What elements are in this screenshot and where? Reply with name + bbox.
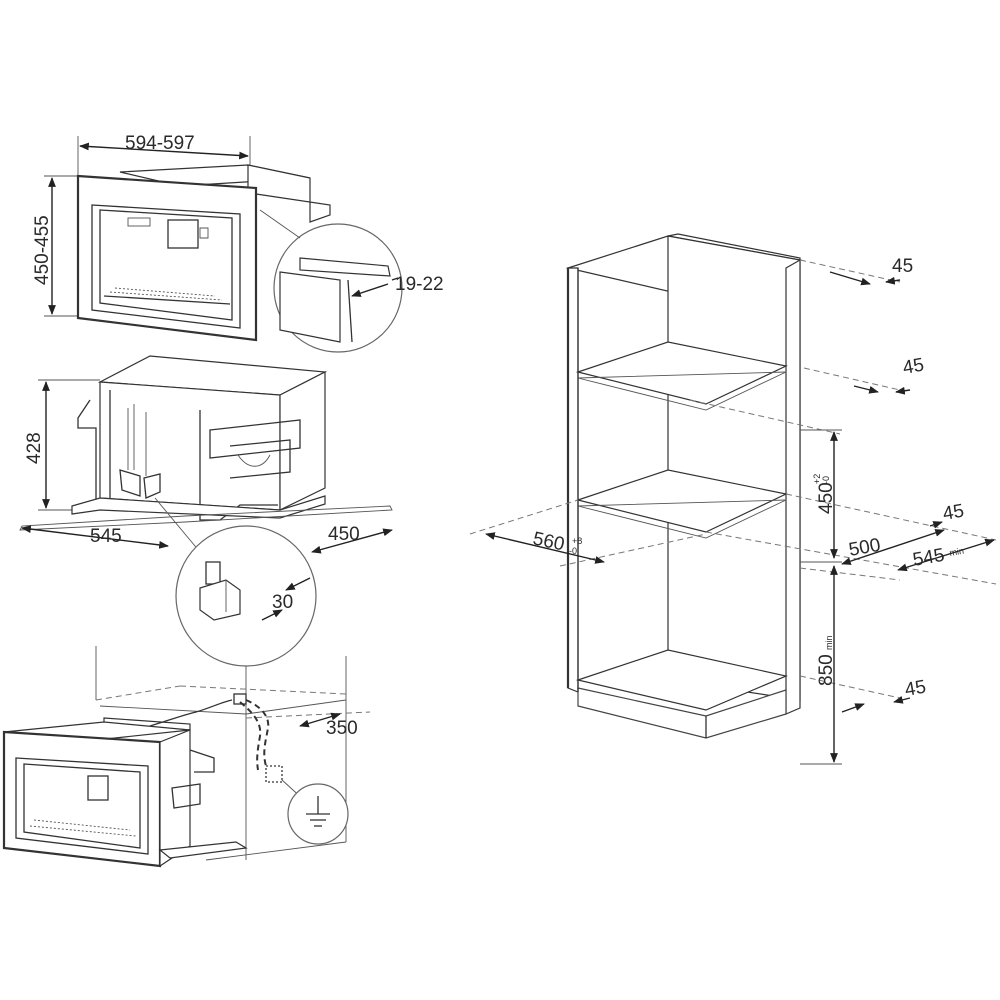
depth-545-suffix: min (949, 546, 965, 558)
dim-45-shelf: 45 (901, 355, 925, 379)
height-label-450-455: 450-455 (32, 215, 53, 285)
depth-560-value: 560 (531, 528, 566, 555)
dim-45-top: 45 (892, 256, 913, 277)
shelf-1 (575, 341, 788, 405)
depth-560-tol-bot: -0 (569, 546, 577, 556)
height-450-tolerance: 450 (816, 482, 837, 514)
height-450-value: 450 (816, 482, 837, 514)
dim-45-bottom: 45 (903, 677, 927, 701)
detail-label-30: 30 (272, 592, 293, 613)
shelf-3 (575, 649, 788, 711)
width-label-594-597: 594-597 (125, 133, 195, 154)
height-label-428: 428 (24, 432, 45, 464)
dim-45-middle: 45 (941, 501, 965, 525)
dim-500: 500 (847, 535, 882, 561)
height-850-suffix: min (824, 635, 834, 650)
appliance-side-view: 428 545 450 30 (19, 355, 393, 667)
distance-label-350: 350 (326, 718, 358, 739)
depth-label-545: 545 (90, 526, 122, 547)
gap-label-19-22: 19-22 (395, 274, 444, 295)
depth-560-tol-top: +8 (572, 536, 582, 546)
appliance-front-view: 594-597 450-455 19-22 (32, 133, 444, 353)
height-450-tol-top: +2 (812, 474, 822, 484)
installation-view: 350 (2, 646, 371, 868)
depth-545-value: 545 (911, 545, 946, 571)
cabinet-view: 45 45 450 +2 -0 850 min 560 +8 -0 500 45… (469, 233, 997, 765)
width-label-450: 450 (328, 524, 360, 545)
height-850-value: 850 (816, 654, 837, 686)
height-450-tol-bot: -0 (821, 476, 831, 484)
